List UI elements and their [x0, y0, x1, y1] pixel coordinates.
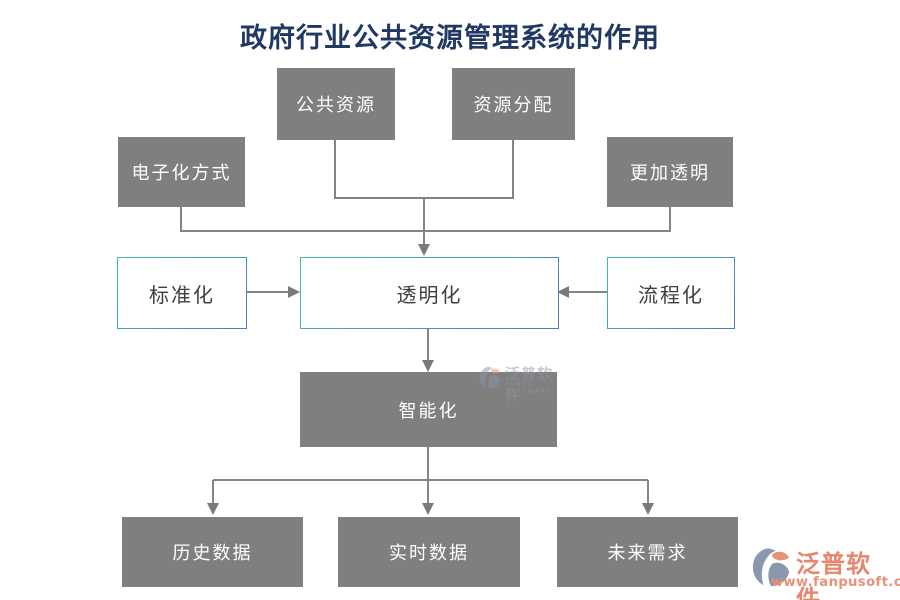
node-label: 公共资源 — [296, 95, 376, 116]
watermark-sub-text: FANPU SOFTWARE — [506, 381, 552, 395]
node-standardization: 标准化 — [117, 257, 247, 329]
node-intelligence: 智能化 — [300, 372, 557, 447]
node-more-transparent: 更加透明 — [607, 137, 733, 207]
watermark-center: 泛普软件 FANPU SOFTWARE — [478, 363, 568, 404]
node-transparency: 透明化 — [300, 257, 559, 329]
node-resource-allocation: 资源分配 — [452, 68, 575, 140]
node-label: 电子化方式 — [131, 163, 232, 184]
node-historical-data: 历史数据 — [122, 517, 303, 587]
watermark-corner: 泛普软件 www.fanpusoft.com — [750, 544, 900, 600]
node-label: 实时数据 — [389, 543, 469, 564]
node-label: 流程化 — [638, 282, 704, 307]
node-label: 更加透明 — [630, 163, 710, 184]
page-title: 政府行业公共资源管理系统的作用 — [240, 23, 660, 54]
brand-url-text: www.fanpusoft.com — [771, 575, 900, 590]
node-realtime-data: 实时数据 — [338, 517, 520, 587]
node-future-demand: 未来需求 — [557, 517, 738, 587]
node-label: 透明化 — [396, 282, 463, 307]
node-label: 历史数据 — [172, 543, 253, 564]
node-public-resources: 公共资源 — [277, 68, 395, 140]
brand-name-text: 泛普软件 — [796, 550, 871, 600]
node-label: 未来需求 — [607, 543, 688, 564]
fanpu-logo-icon — [752, 548, 790, 587]
node-label: 标准化 — [149, 282, 215, 307]
fanpu-logo-icon — [479, 366, 501, 389]
watermark-brand-text: 泛普软件 — [505, 365, 554, 404]
node-label: 资源分配 — [473, 95, 554, 116]
node-label: 智能化 — [398, 400, 459, 422]
node-processization: 流程化 — [607, 257, 735, 329]
node-electronic-method: 电子化方式 — [118, 137, 245, 207]
